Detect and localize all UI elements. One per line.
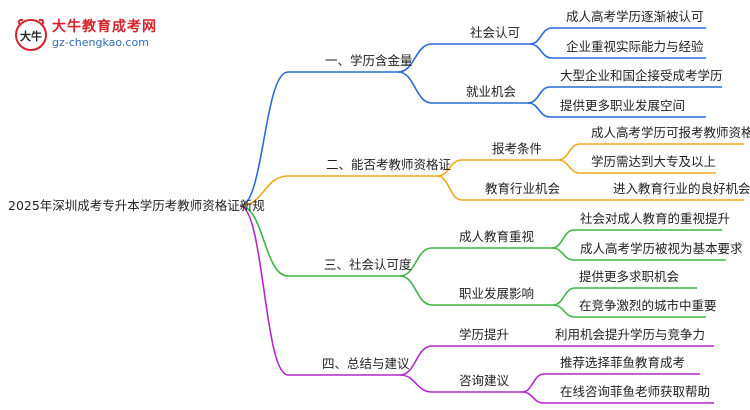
- leaf-2-2-1: 进入教育行业的良好机会: [613, 181, 750, 196]
- leaf-1-1-2: 企业重视实际能力与经验: [566, 39, 704, 54]
- leaf-3-2-2: 在竞争激烈的城市中重要: [579, 298, 717, 313]
- svg-text:大牛: 大牛: [20, 29, 42, 43]
- leaf-4-2-1: 推荐选择菲鱼教育成考: [560, 355, 686, 370]
- branch-3-label: 三、社会认可度: [324, 257, 412, 272]
- connector-node-3-1-leaf-1: [551, 229, 575, 249]
- leaf-3-1-2: 成人高考学历被视为基本要求: [580, 241, 743, 256]
- node-3-2: 职业发展影响: [459, 286, 535, 301]
- branch-1-label: 一、学历含金量: [325, 53, 413, 68]
- node-2-2: 教育行业机会: [485, 181, 561, 196]
- node-3-1: 成人教育重视: [459, 229, 535, 244]
- logo-site-name: 大牛教育成考网: [52, 19, 157, 35]
- connector-branch-1-node-2: [397, 71, 433, 104]
- leaf-4-1-1: 利用机会提升学历与竞争力: [555, 327, 706, 342]
- leaf-1-2-1: 大型企业和国企接受成考学历: [560, 68, 723, 83]
- connector-node-1-2-leaf-2: [527, 102, 551, 118]
- connector-root-branch-3: [239, 205, 289, 277]
- ox-logo-icon: 大牛: [15, 18, 47, 51]
- site-logo[interactable]: 大牛 大牛教育成考网 gz-chengkao.com: [10, 14, 170, 56]
- connector-node-3-1-leaf-2: [551, 247, 575, 261]
- branch-2-label: 二、能否考教师资格证: [326, 157, 452, 172]
- leaf-3-2-1: 提供更多求职机会: [579, 269, 680, 284]
- node-4-1: 学历提升: [459, 327, 510, 342]
- connector-root-branch-2: [239, 175, 289, 207]
- connector-branch-2-node-1: [436, 159, 463, 177]
- leaf-2-1-2: 学历需达到大专及以上: [591, 154, 717, 169]
- connector-node-1-1-leaf-2: [529, 43, 553, 59]
- connector-node-1-2-leaf-1: [527, 86, 551, 104]
- connector-branch-4-node-1: [399, 345, 433, 376]
- leaf-2-1-1: 成人高考学历可报考教师资格证: [591, 125, 750, 140]
- leaf-4-2-2: 在线咨询菲鱼老师获取帮助: [560, 384, 711, 399]
- leaf-3-1-1: 社会对成人教育的重视提升: [580, 211, 731, 226]
- node-1-2: 就业机会: [466, 84, 517, 99]
- connector-node-2-1-leaf-1: [557, 143, 581, 161]
- connector-root-branch-4: [239, 205, 289, 376]
- node-4-2: 咨询建议: [459, 373, 510, 388]
- connector-node-1-1-leaf-1: [529, 27, 553, 45]
- branch-4-label: 四、总结与建议: [322, 356, 410, 371]
- root-topic: 2025年深圳成考专升本学历考教师资格证新规: [8, 198, 265, 213]
- connector-branch-3-node-1: [399, 247, 433, 277]
- connector-node-3-2-leaf-2: [552, 304, 576, 318]
- connector-node-4-2-leaf-2: [521, 391, 545, 404]
- connector-node-2-1-leaf-2: [557, 159, 581, 174]
- leaf-1-2-2: 提供更多职业发展空间: [560, 98, 686, 113]
- connector-branch-3-node-2: [399, 275, 433, 306]
- connector-node-3-2-leaf-1: [552, 287, 576, 306]
- connector-node-4-2-leaf-1: [521, 373, 545, 393]
- connector-root-branch-1: [239, 71, 289, 207]
- logo-site-url: gz-chengkao.com: [52, 36, 149, 49]
- node-1-1: 社会认可: [470, 25, 521, 40]
- leaf-1-1-1: 成人高考学历逐渐被认可: [566, 9, 704, 24]
- connector-branch-1-node-1: [397, 43, 433, 73]
- connector-branch-4-node-2: [399, 374, 433, 393]
- node-2-1: 报考条件: [492, 141, 543, 156]
- connector-branch-2-node-2: [436, 175, 463, 201]
